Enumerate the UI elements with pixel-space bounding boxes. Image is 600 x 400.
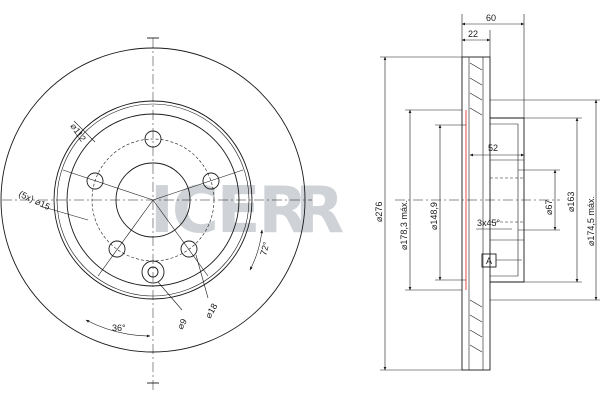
angle-36-label: 36° bbox=[112, 323, 126, 333]
side-view: 60 22 52 3x45° A ⌀276 ⌀178,3 máx. ⌀148,9… bbox=[374, 13, 600, 371]
front-view: ⌀112 (5x) ⌀15 ⌀9 ⌀18 36° 72° bbox=[0, 37, 312, 393]
friction-dia-label: ⌀178,3 máx. bbox=[399, 200, 409, 250]
bolt-hole bbox=[108, 240, 126, 258]
bolt-hole bbox=[180, 240, 198, 258]
hat-163-label: ⌀163 bbox=[566, 192, 576, 212]
watermark-logo: ICER bbox=[150, 174, 307, 248]
pcd-label: ⌀112 bbox=[68, 121, 88, 143]
vent-hatching bbox=[469, 62, 483, 353]
bolt-hole bbox=[144, 130, 162, 148]
center-67-label: ⌀67 bbox=[544, 200, 554, 215]
bolt-holes-label: (5x) ⌀15 bbox=[17, 189, 52, 212]
overall-width-label: 60 bbox=[486, 13, 496, 23]
dim-18-label: ⌀18 bbox=[203, 302, 219, 320]
outer-disc-edge bbox=[0, 47, 306, 353]
top-22-label: 22 bbox=[468, 29, 478, 39]
rotor-section bbox=[461, 56, 491, 371]
friction-ring-inner bbox=[53, 100, 253, 300]
pin-hole-inner bbox=[147, 266, 159, 278]
pin-hole-label: ⌀9 bbox=[175, 317, 189, 331]
center-bore bbox=[115, 162, 191, 238]
angle-72-label: 72° bbox=[258, 240, 271, 256]
bolt-holes bbox=[86, 130, 220, 258]
datum-label: A bbox=[486, 256, 492, 266]
outer-dia-label: ⌀276 bbox=[374, 202, 384, 222]
datum-box bbox=[481, 253, 497, 268]
max-174-label: ⌀174,5 máx. bbox=[586, 196, 596, 246]
watermark-logo-right: R bbox=[295, 174, 343, 248]
inner-148-label: ⌀148,9 bbox=[429, 202, 439, 230]
hat-52-label: 52 bbox=[488, 143, 498, 153]
chamfer-label: 3x45° bbox=[477, 218, 501, 228]
pin-hole-outer bbox=[141, 260, 165, 284]
hat-outer-edge bbox=[66, 113, 240, 287]
bolt-hole bbox=[86, 172, 104, 190]
bolt-hole bbox=[202, 172, 220, 190]
